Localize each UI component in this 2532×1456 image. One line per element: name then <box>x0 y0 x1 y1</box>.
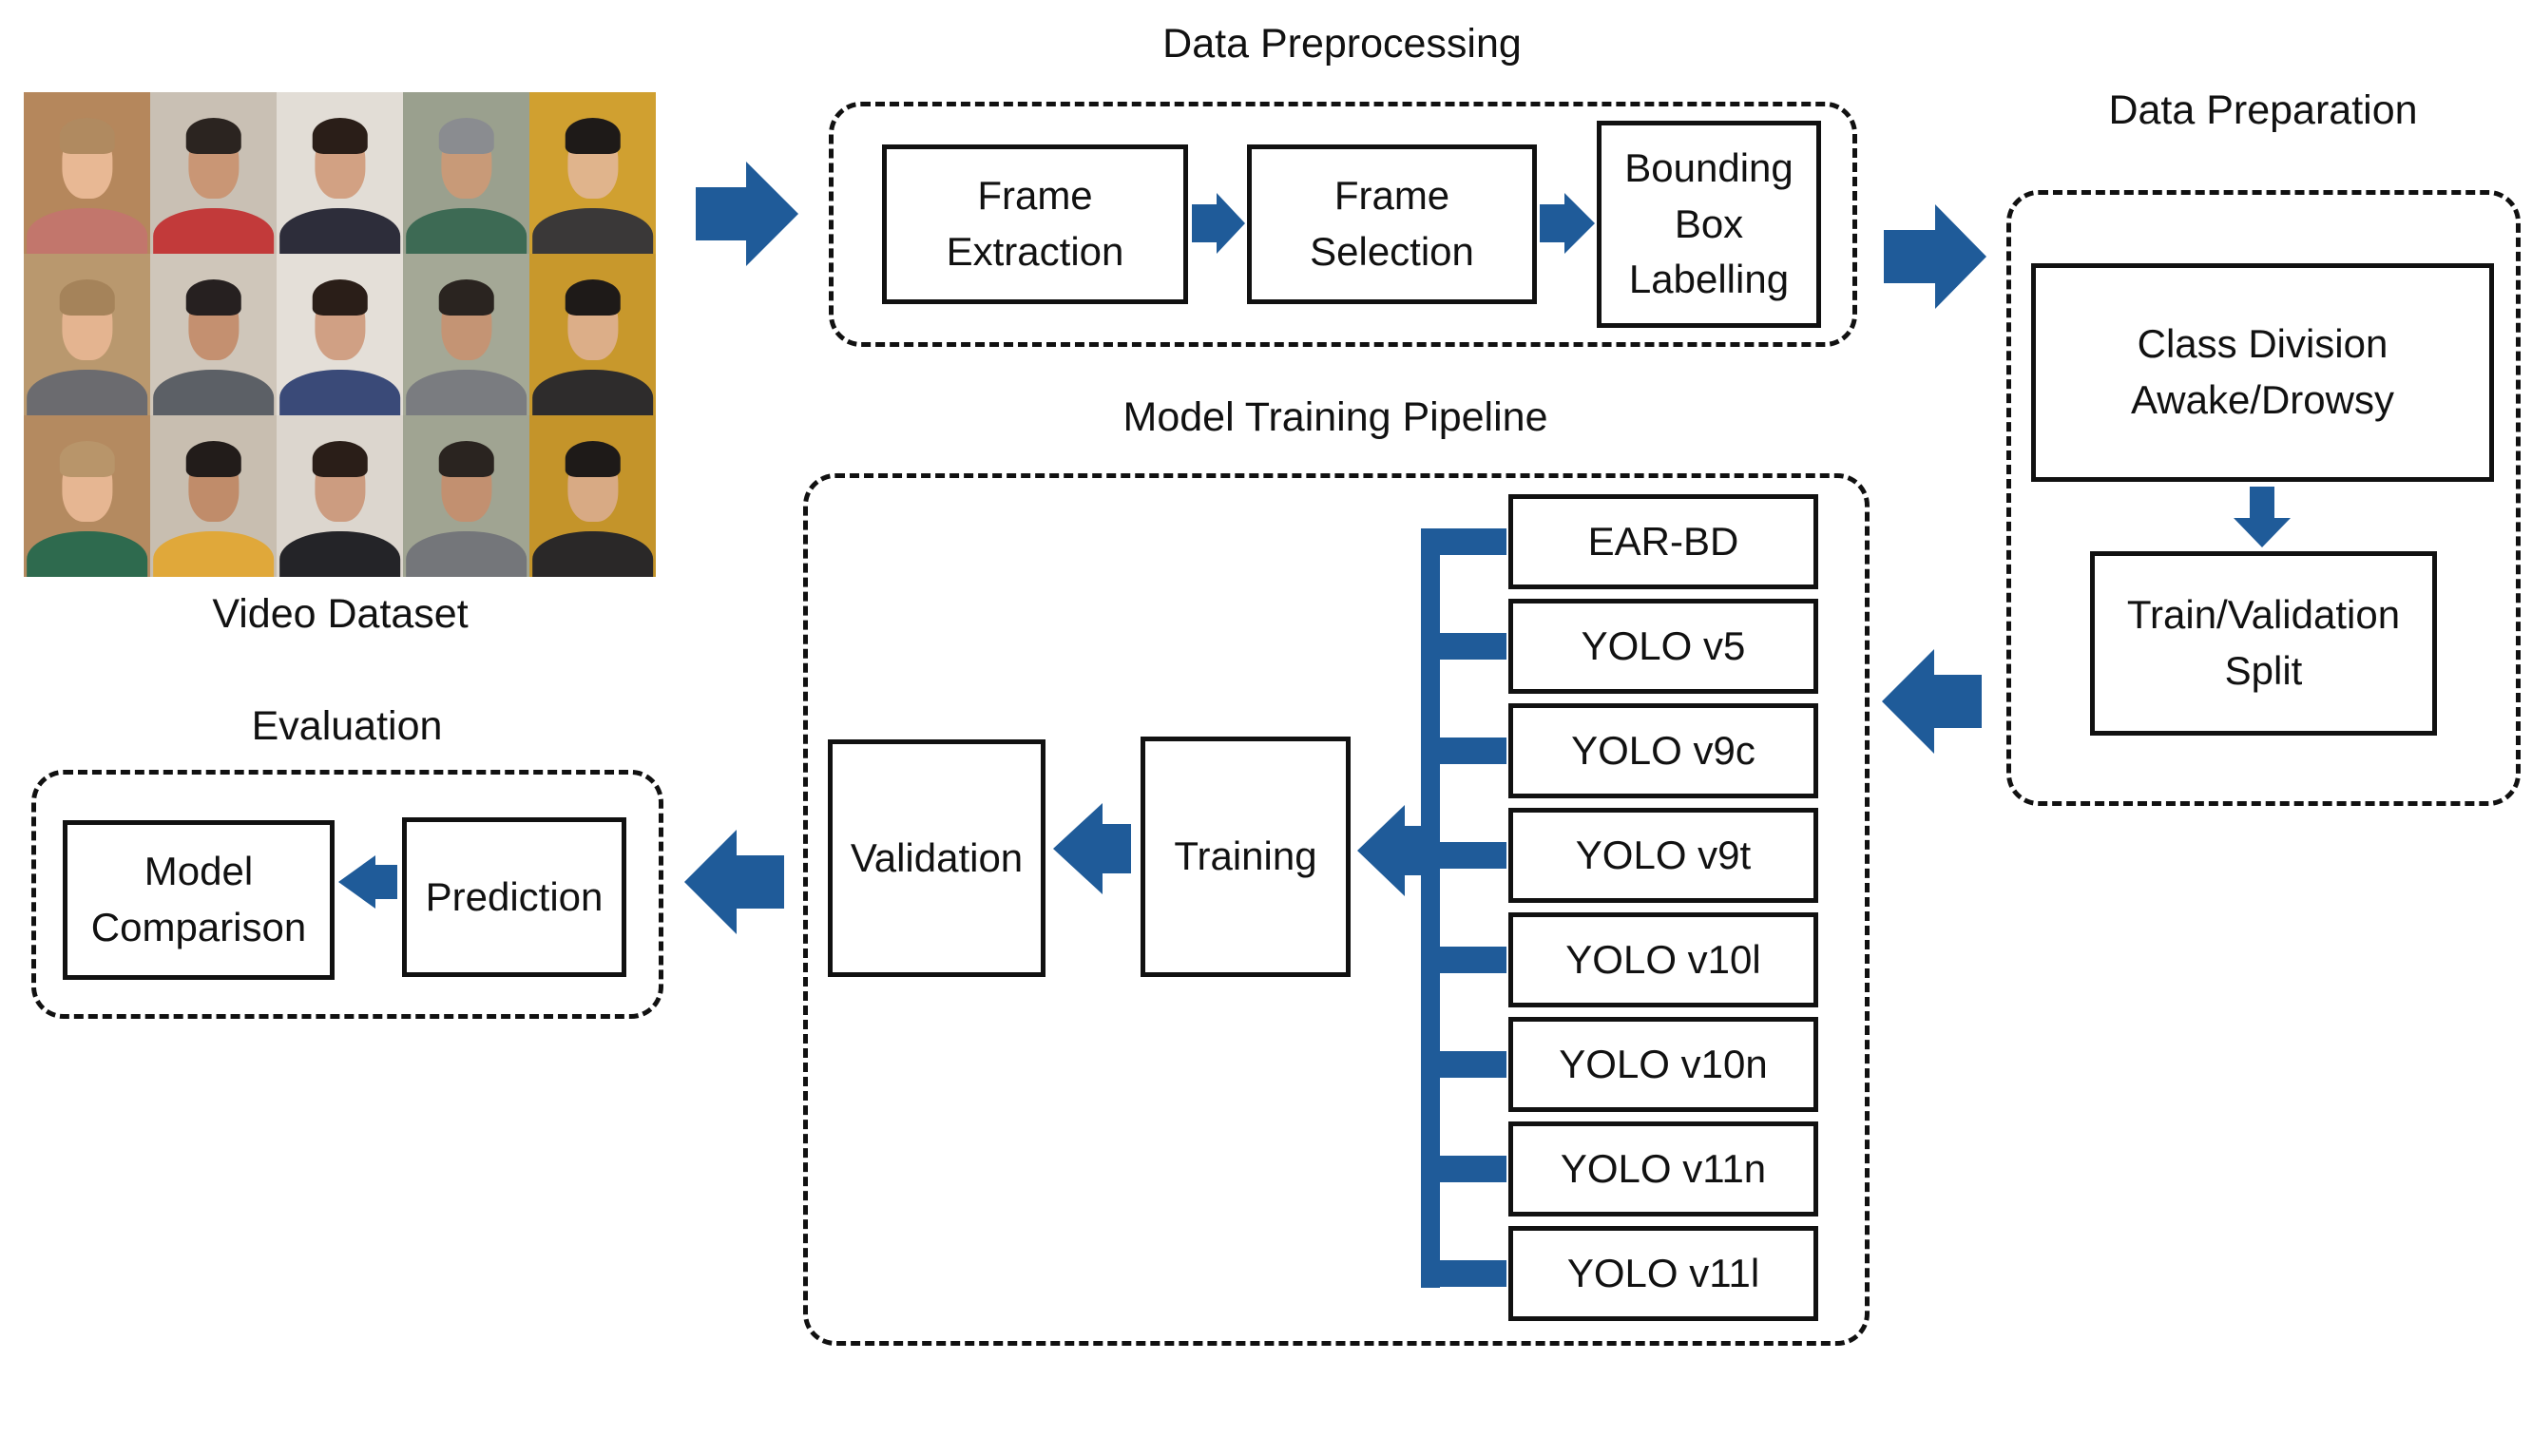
evaluation-group <box>31 770 663 1019</box>
video-frame-tile <box>24 92 150 254</box>
video-frame-tile <box>24 415 150 577</box>
person-hair <box>312 279 368 316</box>
frame-selection-box: Frame Selection <box>1247 144 1537 304</box>
video-frame-tile <box>403 92 529 254</box>
dataset-to-preprocessing-arrow <box>696 162 798 266</box>
training-pipeline-title: Model Training Pipeline <box>1122 394 1548 440</box>
person-hair <box>185 118 241 154</box>
person-torso <box>278 370 401 415</box>
person-hair <box>438 118 494 154</box>
person-hair <box>312 441 368 477</box>
video-frame-tile <box>403 415 529 577</box>
video-frame-tile <box>529 415 656 577</box>
person-torso <box>152 370 275 415</box>
person-torso <box>405 370 528 415</box>
person-hair <box>185 441 241 477</box>
person-torso <box>26 208 148 254</box>
training-box: Training <box>1141 737 1351 977</box>
training-pipeline-group <box>803 473 1870 1346</box>
model-bracket-tick <box>1421 633 1506 660</box>
model-box: YOLO v10n <box>1508 1017 1818 1112</box>
model-bracket-tick <box>1421 947 1506 973</box>
person-hair <box>565 118 621 154</box>
model-box: YOLO v9c <box>1508 703 1818 798</box>
model-bracket-tick <box>1421 1156 1506 1182</box>
video-dataset-label: Video Dataset <box>212 591 469 637</box>
model-box: YOLO v11l <box>1508 1226 1818 1321</box>
model-box: YOLO v11n <box>1508 1121 1818 1217</box>
preparation-group <box>2006 190 2521 806</box>
models-to-training-arrow <box>1357 805 1435 896</box>
class-division-box: Class Division Awake/Drowsy <box>2031 263 2494 482</box>
preprocessing-group <box>829 102 1857 347</box>
person-hair <box>438 441 494 477</box>
training-to-validation-arrow <box>1053 803 1131 894</box>
preprocessing-to-preparation-arrow <box>1884 204 1986 309</box>
model-bracket-tick <box>1421 738 1506 764</box>
person-torso <box>278 208 401 254</box>
video-frame-tile <box>403 254 529 415</box>
evaluation-title: Evaluation <box>251 703 443 749</box>
prediction-box: Prediction <box>402 817 626 977</box>
model-comparison-box: Model Comparison <box>63 820 335 980</box>
frame-extraction-box: Frame Extraction <box>882 144 1188 304</box>
model-box: EAR-BD <box>1508 494 1818 589</box>
person-torso <box>405 531 528 577</box>
person-torso <box>531 370 654 415</box>
person-torso <box>152 208 275 254</box>
preparation-to-pipeline-arrow <box>1882 649 1982 754</box>
model-bracket-tick <box>1421 842 1506 869</box>
validation-box: Validation <box>828 739 1045 977</box>
person-hair <box>59 441 115 477</box>
person-hair <box>565 441 621 477</box>
video-frame-tile <box>150 92 277 254</box>
model-box: YOLO v9t <box>1508 808 1818 903</box>
model-bracket-spine <box>1421 537 1440 1288</box>
video-frame-tile <box>150 415 277 577</box>
person-torso <box>531 208 654 254</box>
model-box: YOLO v5 <box>1508 599 1818 694</box>
person-torso <box>278 531 401 577</box>
pipeline-to-evaluation-arrow <box>684 830 784 934</box>
video-frame-tile <box>24 254 150 415</box>
video-frame-tile <box>277 254 403 415</box>
person-hair <box>185 279 241 316</box>
person-hair <box>59 279 115 316</box>
selection-to-labelling-arrow <box>1540 193 1595 254</box>
person-torso <box>26 370 148 415</box>
video-frame-tile <box>529 92 656 254</box>
video-frame-tile <box>150 254 277 415</box>
model-box: YOLO v10l <box>1508 912 1818 1007</box>
person-hair <box>312 118 368 154</box>
extraction-to-selection-arrow <box>1192 193 1245 254</box>
person-hair <box>59 118 115 154</box>
person-torso <box>26 531 148 577</box>
video-dataset-mosaic <box>24 92 656 577</box>
video-frame-tile <box>529 254 656 415</box>
model-bracket-tick <box>1421 1051 1506 1078</box>
person-hair <box>565 279 621 316</box>
prediction-to-comparison-arrow <box>338 855 397 909</box>
class-to-split-arrow <box>2234 487 2291 547</box>
video-frame-tile <box>277 92 403 254</box>
video-frame-tile <box>277 415 403 577</box>
person-hair <box>438 279 494 316</box>
model-bracket-tick <box>1421 1260 1506 1287</box>
model-bracket-tick <box>1421 528 1506 555</box>
preprocessing-title: Data Preprocessing <box>1162 21 1522 67</box>
bounding-box-labelling-box: Bounding Box Labelling <box>1597 121 1821 328</box>
person-torso <box>405 208 528 254</box>
train-validation-split-box: Train/Validation Split <box>2090 551 2437 736</box>
person-torso <box>152 531 275 577</box>
preparation-title: Data Preparation <box>2108 87 2418 133</box>
person-torso <box>531 531 654 577</box>
